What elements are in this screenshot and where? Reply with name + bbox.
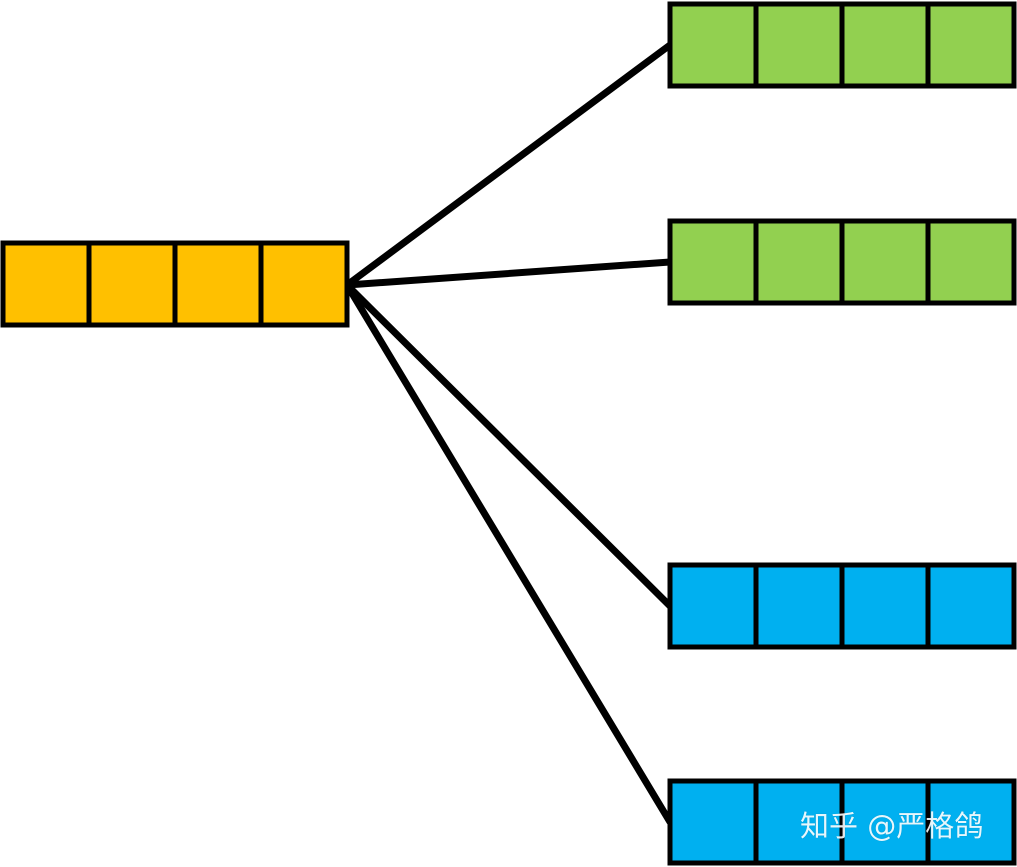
connection-line-4: [343, 281, 674, 826]
connection-line-2: [343, 258, 674, 289]
target-vector-green-2-cell-4: [925, 218, 1017, 306]
source-vector: [0, 240, 350, 328]
source-vector-cell-3: [172, 240, 264, 328]
target-vector-green-2-cell-3: [839, 218, 931, 306]
connection-line-3: [343, 281, 674, 610]
source-vector-cell-1: [0, 240, 92, 328]
target-vector-green-2-cell-1: [667, 218, 759, 306]
target-vector-blue-2-cell-3: [839, 778, 931, 866]
connection-lines: [343, 41, 674, 826]
target-vector-blue-1-cell-1: [667, 562, 759, 650]
target-vector-green-2: [667, 218, 1017, 306]
target-vector-blue-2: [667, 778, 1017, 866]
target-vector-green-1-cell-2: [753, 1, 845, 89]
target-vector-green-2-cell-2: [753, 218, 845, 306]
watermark-text: 知乎 @严格鸽: [800, 809, 984, 843]
source-vector-cell-2: [86, 240, 178, 328]
source-vector-cell-4: [258, 240, 350, 328]
target-vector-green-1-cell-1: [667, 1, 759, 89]
target-vector-blue-1-cell-3: [839, 562, 931, 650]
target-vector-blue-1-cell-2: [753, 562, 845, 650]
target-vector-green-1: [667, 1, 1017, 89]
connection-line-1: [343, 41, 674, 289]
target-vector-green-1-cell-4: [925, 1, 1017, 89]
target-vector-blue-2-cell-4: [925, 778, 1017, 866]
target-vector-blue-1: [667, 562, 1017, 650]
target-vector-blue-1-cell-4: [925, 562, 1017, 650]
target-vector-blue-2-cell-1: [667, 778, 759, 866]
target-vector-green-1-cell-3: [839, 1, 931, 89]
